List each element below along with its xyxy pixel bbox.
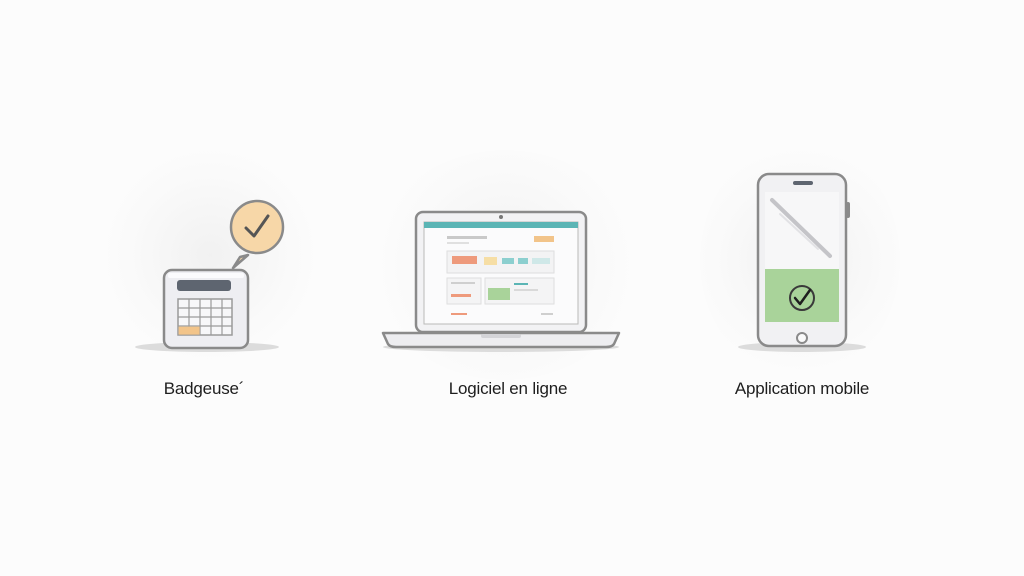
dashboard-content [446,236,555,315]
speech-bubble-check-icon [229,199,285,270]
phone-speaker [793,181,813,185]
phone-check-panel [765,269,839,322]
check-circle-icon [789,285,815,311]
phone-home-button [796,332,808,344]
screen-reflection [770,198,832,258]
laptop-base [381,331,621,349]
checkmark-icon [793,288,812,306]
time-clock-display [177,280,231,291]
badgeuse-label: Badgeuse´ [163,379,245,398]
laptop-camera [499,215,503,219]
keypad-grid [177,298,233,336]
laptop-label: Logiciel en ligne [448,379,568,398]
phone-label: Application mobile [734,379,870,398]
laptop-trackpad-notch [481,334,521,338]
